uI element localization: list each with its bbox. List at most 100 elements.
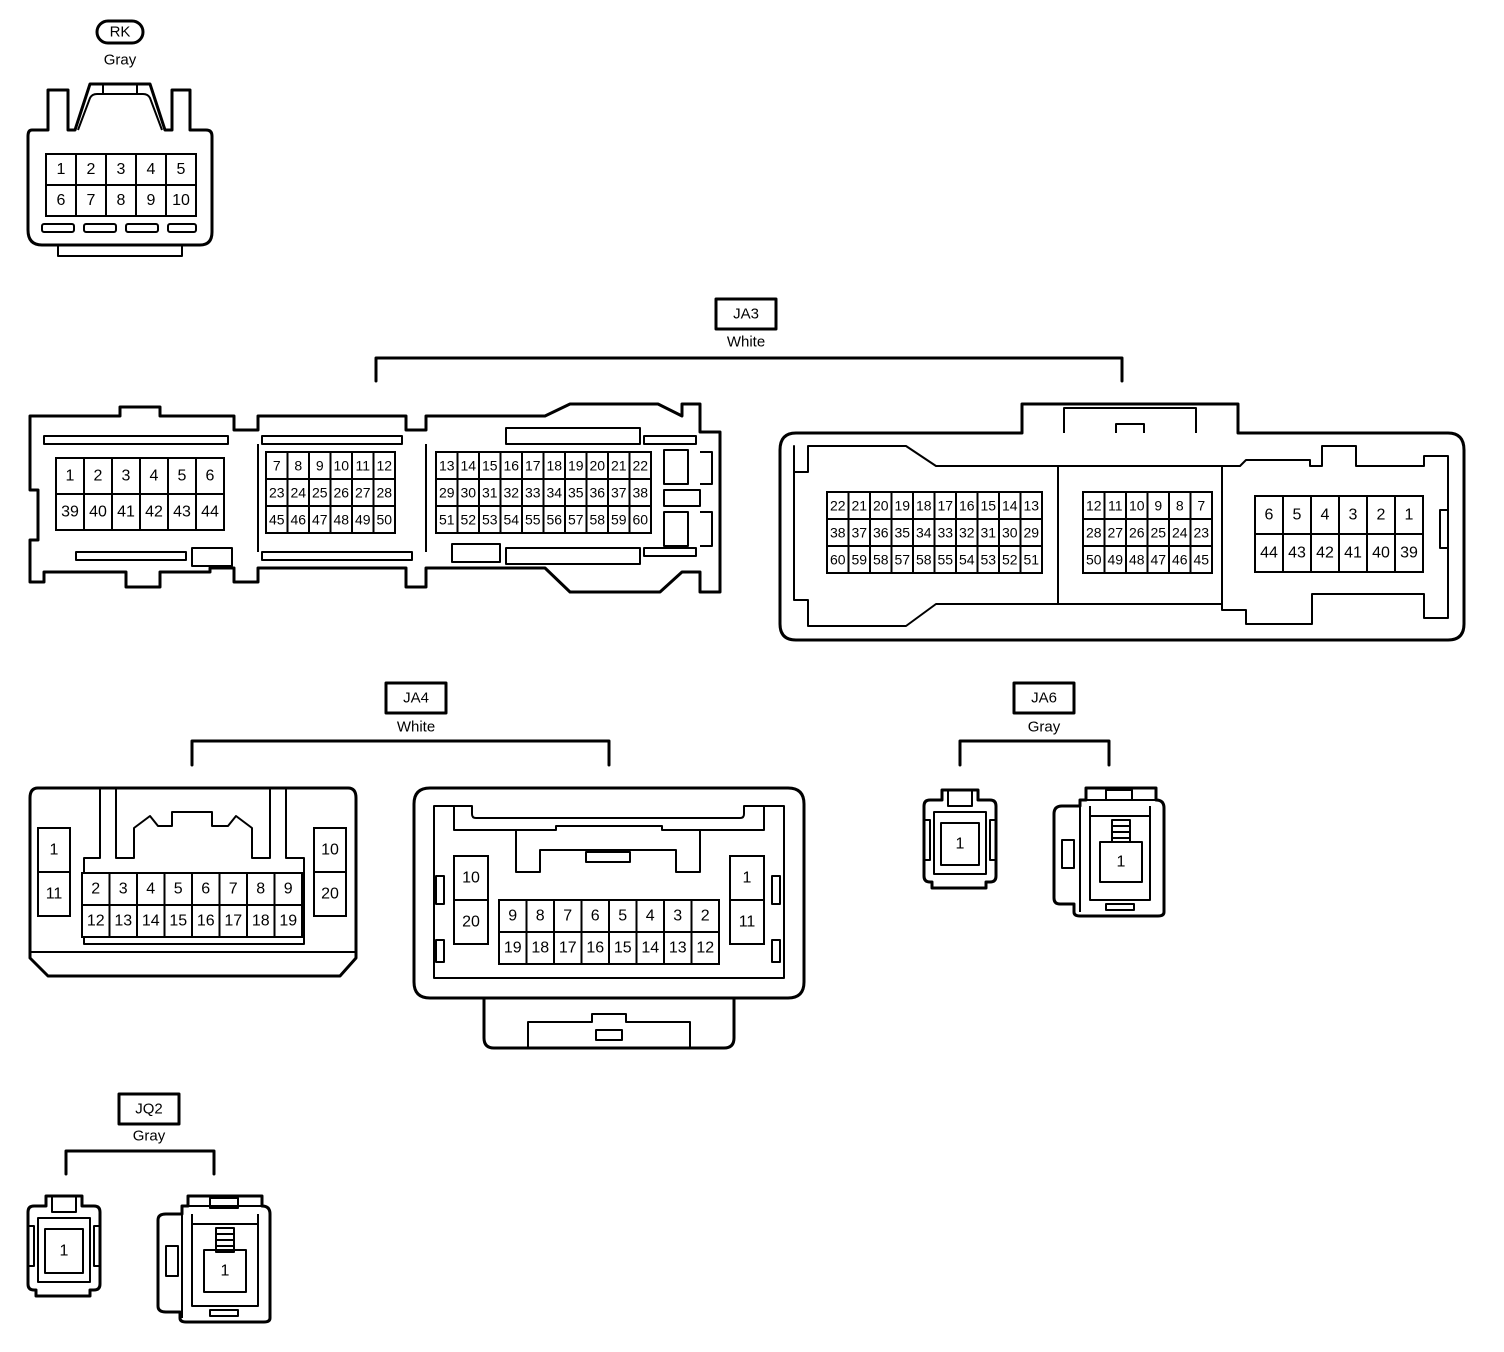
pin-number: 9 <box>508 908 517 925</box>
pin-number: 41 <box>1344 545 1362 562</box>
ja6-pin-a: 1 <box>956 836 965 853</box>
pin-number: 58 <box>916 552 932 568</box>
pin-cell <box>273 872 303 906</box>
pin-number: 7 <box>229 881 238 898</box>
pin-number: 57 <box>568 512 584 528</box>
pin-number: 17 <box>937 498 953 514</box>
ja6-code: JA6 <box>1031 690 1057 707</box>
pin-number: 4 <box>147 161 156 178</box>
pin-cell <box>45 184 77 217</box>
pin-number: 7 <box>563 908 572 925</box>
pin-cell <box>498 899 528 933</box>
pin-number: 58 <box>589 512 605 528</box>
pin-cell <box>81 872 111 906</box>
pin-number: 8 <box>536 908 545 925</box>
pin-number: 42 <box>1316 545 1334 562</box>
pin-number: 5 <box>1293 507 1302 524</box>
pin-number: 30 <box>1002 525 1018 541</box>
pin-cell <box>163 904 193 938</box>
pin-number: 2 <box>701 908 710 925</box>
pin-number: 45 <box>1193 552 1209 568</box>
pin-cell <box>635 931 665 965</box>
pin-number: 8 <box>294 458 302 474</box>
pin-number: 10 <box>321 842 339 859</box>
pin-number: 6 <box>1265 507 1274 524</box>
pin-cell <box>525 931 555 965</box>
pin-number: 13 <box>1023 498 1039 514</box>
pin-number: 8 <box>256 881 265 898</box>
pin-number: 46 <box>290 512 306 528</box>
pin-number: 14 <box>641 940 659 957</box>
pin-cell <box>55 493 85 531</box>
pin-cell <box>1394 495 1424 535</box>
pin-number: 18 <box>252 913 270 930</box>
pin-number: 54 <box>503 512 519 528</box>
pin-number: 1 <box>57 161 66 178</box>
pin-number: 40 <box>89 504 107 521</box>
rk-code-badge <box>95 19 145 45</box>
pin-number: 40 <box>1372 545 1390 562</box>
pin-number: 36 <box>873 525 889 541</box>
pin-cell <box>81 904 111 938</box>
pin-number: 21 <box>611 458 627 474</box>
pin-cell <box>37 871 71 917</box>
pin-number: 9 <box>1154 498 1162 514</box>
pin-number: 34 <box>546 485 562 501</box>
pin-number: 29 <box>1023 525 1039 541</box>
pin-number: 16 <box>503 458 519 474</box>
pin-number: 10 <box>333 458 349 474</box>
pin-number: 54 <box>959 552 975 568</box>
jq2-pin-b: 1 <box>221 1263 230 1280</box>
pin-number: 14 <box>142 913 160 930</box>
pin-number: 37 <box>851 525 867 541</box>
pin-number: 4 <box>150 468 159 485</box>
connector-jq2: JQ2 Gray 1 1 <box>26 1092 272 1324</box>
pin-number: 6 <box>57 192 66 209</box>
ja4-bracket <box>190 739 611 767</box>
pin-number: 44 <box>201 504 219 521</box>
pin-number: 13 <box>439 458 455 474</box>
pin-number: 51 <box>1023 552 1039 568</box>
pin-number: 27 <box>1107 525 1123 541</box>
pin-number: 14 <box>1002 498 1018 514</box>
ja6-pin-b: 1 <box>1117 854 1126 871</box>
pin-number: 46 <box>1172 552 1188 568</box>
pin-number: 39 <box>61 504 79 521</box>
pin-cell <box>273 904 303 938</box>
pin-number: 33 <box>937 525 953 541</box>
pin-cell <box>372 505 396 534</box>
pin-number: 30 <box>460 485 476 501</box>
pin-number: 19 <box>894 498 910 514</box>
pin-cell <box>105 153 137 186</box>
pin-cell <box>165 153 197 186</box>
pin-number: 20 <box>873 498 889 514</box>
pin-number: 24 <box>1172 525 1188 541</box>
pin-cell <box>136 904 166 938</box>
pin-number: 6 <box>201 881 210 898</box>
pin-cell <box>165 184 197 217</box>
pin-number: 39 <box>1400 545 1418 562</box>
pin-number: 16 <box>197 913 215 930</box>
pin-number: 38 <box>632 485 648 501</box>
pin-number: 3 <box>119 881 128 898</box>
pin-number: 5 <box>618 908 627 925</box>
pin-cell <box>218 904 248 938</box>
pin-cell <box>195 493 225 531</box>
pin-number: 18 <box>546 458 562 474</box>
pin-number: 9 <box>316 458 324 474</box>
jq2-code-box <box>117 1092 181 1126</box>
pin-number: 41 <box>117 504 135 521</box>
pin-cell <box>135 184 167 217</box>
pin-number: 59 <box>611 512 627 528</box>
pin-number: 13 <box>669 940 687 957</box>
pin-cell <box>37 827 71 873</box>
pin-number: 21 <box>851 498 867 514</box>
pin-cell <box>1189 545 1213 574</box>
pin-number: 4 <box>1321 507 1330 524</box>
pin-number: 12 <box>696 940 714 957</box>
pin-number: 25 <box>1150 525 1166 541</box>
pin-cell <box>195 457 225 495</box>
pin-number: 4 <box>646 908 655 925</box>
